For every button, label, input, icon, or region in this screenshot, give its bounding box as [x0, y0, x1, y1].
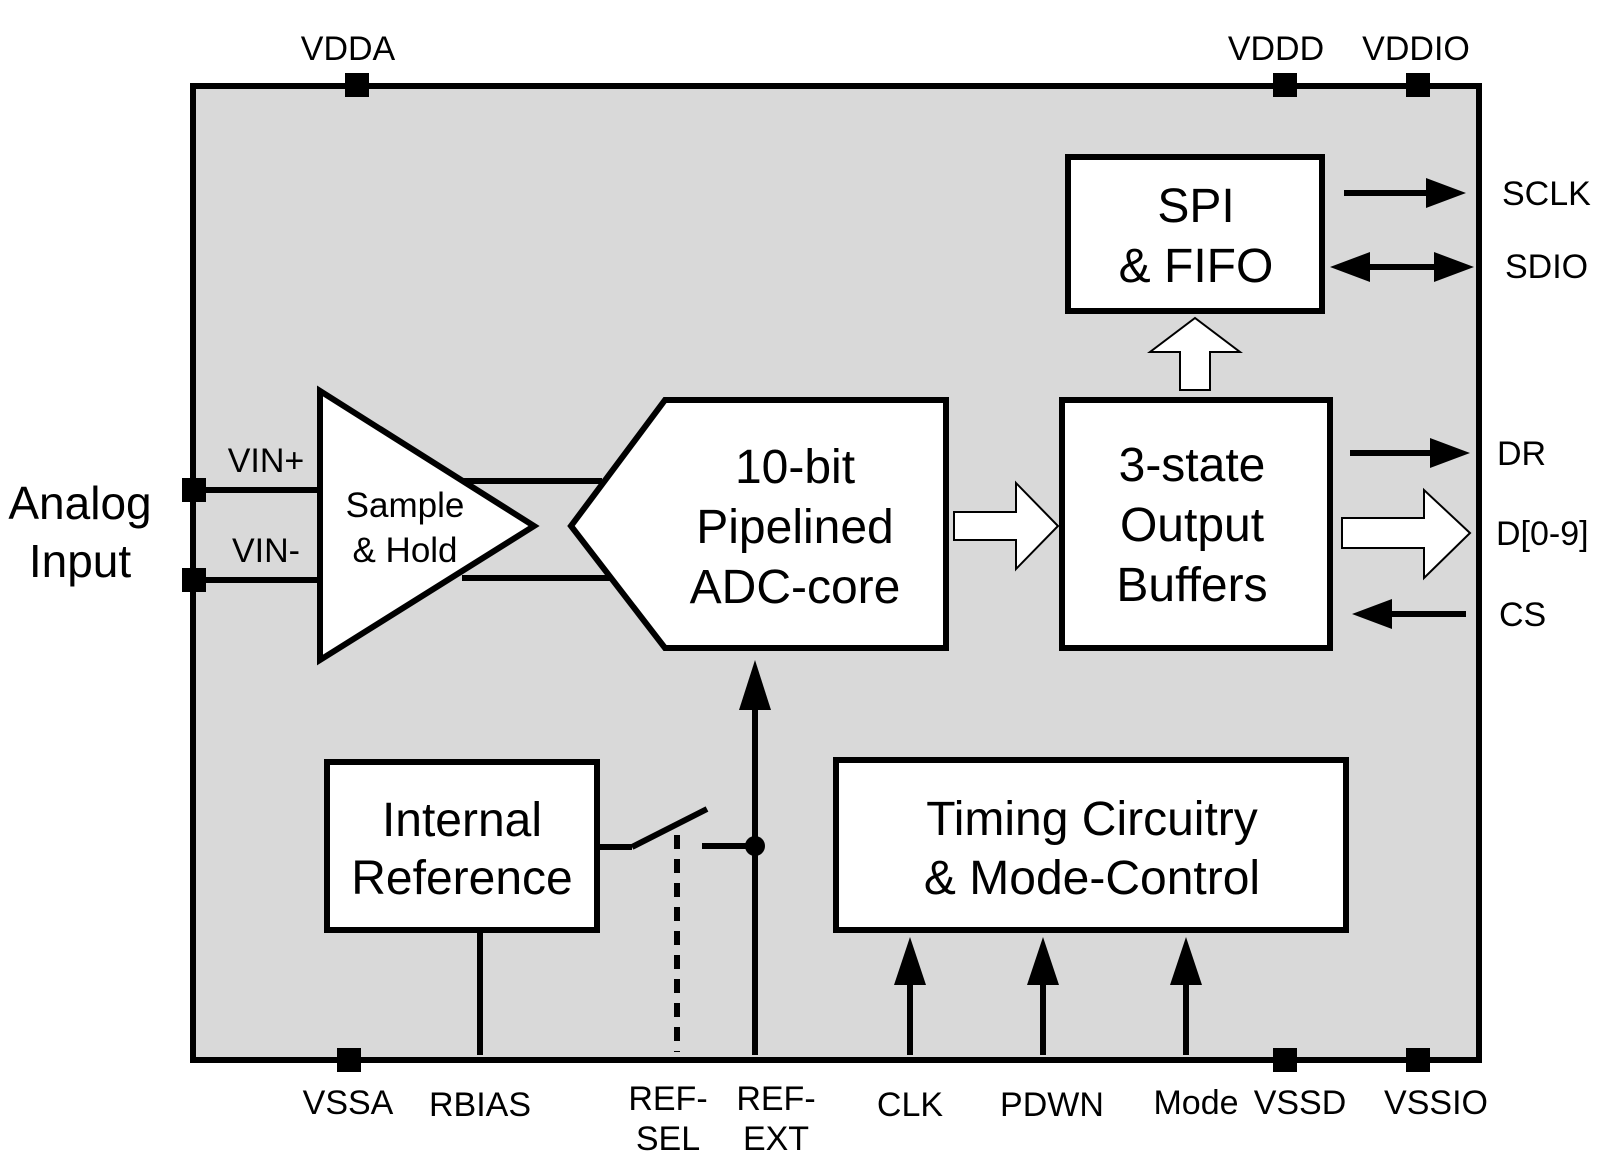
label-vin-plus: VIN+	[228, 442, 305, 480]
hollow-arrow-adc-to-buffers	[953, 480, 1060, 572]
label-vddio: VDDIO	[1362, 30, 1470, 68]
arrow-sclk-head	[1426, 178, 1466, 208]
adc-core-block	[567, 397, 949, 651]
output-buffers-block	[1059, 397, 1333, 651]
label-fifo: & FIFO	[1119, 240, 1274, 293]
label-dr: DR	[1497, 435, 1546, 473]
spi-fifo-block	[1065, 154, 1325, 314]
pad-vssio	[1406, 1048, 1430, 1072]
pad-vddio	[1406, 73, 1430, 97]
arrow-sdio-head-left	[1330, 252, 1370, 282]
pad-vdda	[345, 73, 369, 97]
label-d09: D[0-9]	[1496, 515, 1589, 553]
label-pdwn: PDWN	[1000, 1086, 1104, 1124]
pad-vssa	[337, 1048, 361, 1072]
label-sdio: SDIO	[1505, 248, 1588, 286]
timing-input-arrows	[894, 937, 1202, 1055]
arrow-pdwn-head	[1027, 937, 1059, 985]
label-vddd: VDDD	[1228, 30, 1324, 68]
label-cs: CS	[1499, 596, 1546, 634]
arrow-mode-head	[1170, 937, 1202, 985]
label-sclk: SCLK	[1502, 175, 1591, 213]
arrow-cs-head	[1352, 599, 1392, 629]
bottom-pin-labels: VSSA RBIAS REF- SEL REF- EXT CLK PDWN Mo…	[303, 1080, 1488, 1156]
hollow-arrow-data-bus	[1341, 487, 1472, 581]
label-rbias: RBIAS	[429, 1086, 531, 1124]
label-sample: Sample	[346, 486, 465, 525]
arrow-dr-head	[1430, 438, 1470, 468]
label-adc-core: ADC-core	[690, 561, 901, 614]
label-mode-control: & Mode-Control	[924, 852, 1260, 905]
label-timing: Timing Circuitry	[926, 793, 1258, 846]
label-analog: Analog	[8, 477, 151, 529]
pad-vssd	[1273, 1048, 1297, 1072]
label-buffers-buffers: Buffers	[1116, 559, 1267, 612]
label-adc-pipelined: Pipelined	[696, 501, 893, 554]
label-buffers-output: Output	[1120, 499, 1264, 552]
label-ref-sel-2: SEL	[636, 1120, 700, 1156]
label-input: Input	[29, 535, 132, 587]
label-hold: & Hold	[352, 531, 457, 570]
label-clk: CLK	[877, 1086, 943, 1124]
arrow-clk-head	[894, 937, 926, 985]
timing-circuitry-block	[833, 757, 1349, 933]
label-buffers-3state: 3-state	[1119, 439, 1266, 492]
label-spi: SPI	[1157, 180, 1234, 233]
label-vssio: VSSIO	[1384, 1084, 1488, 1122]
label-internal: Internal	[382, 794, 542, 847]
label-adc-bits: 10-bit	[735, 441, 855, 494]
pad-vddd	[1273, 73, 1297, 97]
label-ref-ext-1: REF-	[736, 1080, 815, 1118]
label-ref-sel-1: REF-	[628, 1080, 707, 1118]
block-labels: Sample & Hold 10-bit Pipelined ADC-core …	[346, 180, 1274, 905]
right-pin-labels: SCLK SDIO DR D[0-9] CS	[1496, 175, 1591, 634]
arrow-sdio-head-right	[1434, 252, 1474, 282]
label-vssd: VSSD	[1254, 1084, 1347, 1122]
right-signal-arrows	[1330, 178, 1474, 629]
label-vdda: VDDA	[301, 30, 396, 68]
sample-hold-amplifier	[317, 385, 540, 666]
switch-blade	[630, 806, 709, 850]
label-mode: Mode	[1153, 1084, 1238, 1122]
label-reference: Reference	[351, 852, 572, 905]
label-vin-minus: VIN-	[232, 532, 300, 570]
label-vssa: VSSA	[303, 1084, 394, 1122]
top-pin-labels: VDDA VDDD VDDIO	[301, 30, 1470, 68]
arrow-ref-ext-head	[739, 660, 771, 710]
left-labels: Analog Input VIN+ VIN-	[8, 442, 304, 587]
pads	[182, 73, 1430, 1072]
label-ref-ext-2: EXT	[743, 1120, 809, 1156]
hollow-arrow-buffers-to-spi	[1147, 316, 1243, 391]
